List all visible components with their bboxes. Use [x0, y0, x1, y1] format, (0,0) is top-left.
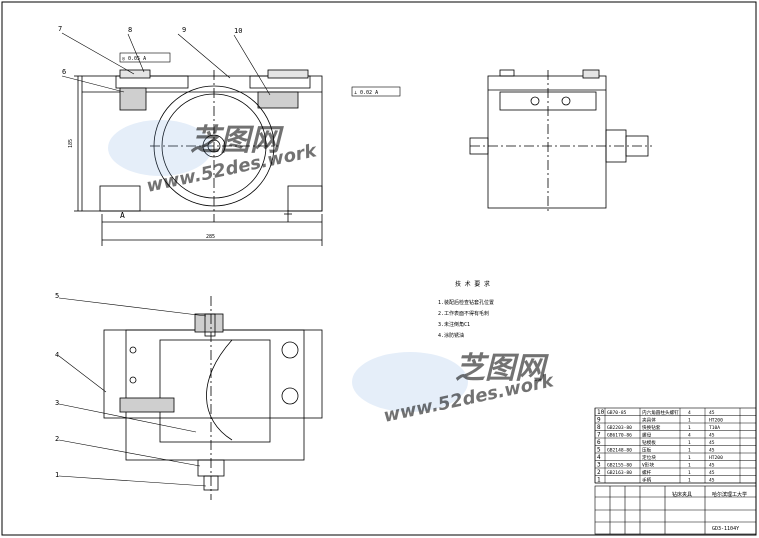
parts-list-cell: 8: [597, 424, 601, 431]
parts-list-cell: 45: [709, 470, 715, 476]
tolerance-frame-1: ◎ 0.05 A: [119, 52, 171, 63]
parts-list-cell: 7: [597, 432, 601, 439]
parts-list-cell: HT200: [709, 455, 723, 461]
dimension-height: 185: [68, 139, 74, 148]
parts-list-cell: 45: [709, 448, 715, 454]
parts-list-cell: 1: [597, 477, 601, 484]
dimension-width: 285: [206, 234, 215, 240]
parts-list-cell: GB6170-86: [607, 433, 632, 439]
parts-list-cell: GB2203-80: [607, 425, 632, 431]
callout-1: 1: [55, 471, 59, 479]
title-block-name: 钻床夹具: [672, 491, 692, 498]
parts-list-cell: 1: [688, 470, 691, 476]
watermark-brand-2: 芝图网: [455, 351, 549, 386]
tech-req-line-3: 3.未注倒角C1: [438, 321, 470, 328]
parts-list-cell: 5: [597, 447, 601, 454]
parts-list-cell: 10: [597, 409, 605, 416]
tech-req-line-4: 4.涂防锈油: [438, 332, 464, 339]
tech-req-heading: 技 术 要 求: [455, 280, 490, 288]
parts-list-cell: 螺母: [642, 432, 652, 439]
parts-list-cell: 快换钻套: [642, 424, 661, 431]
parts-list-cell: GB2148-80: [607, 448, 632, 454]
parts-list-cell: 4: [688, 433, 691, 439]
callout-5: 5: [55, 292, 59, 300]
parts-list-cell: 3: [597, 462, 601, 469]
front-view: [74, 69, 323, 246]
parts-list-cell: 2: [597, 469, 601, 476]
parts-list-cell: 定位块: [642, 454, 656, 461]
parts-list-cell: 4: [597, 454, 601, 461]
parts-list-cell: GB70-85: [607, 410, 627, 416]
parts-list-cell: 钻模板: [642, 439, 656, 446]
parts-list-cell: 压板: [642, 447, 652, 454]
parts-list-cell: 手柄: [642, 477, 652, 484]
watermark-lower: 芝图网 www.52des.work: [352, 351, 556, 427]
parts-list-cell: GB2155-80: [607, 463, 632, 469]
parts-list-cell: 45: [709, 440, 715, 446]
parts-list-cell: 1: [688, 440, 691, 446]
parts-list-cell: 45: [709, 433, 715, 439]
parts-list-cell: HT200: [709, 418, 723, 424]
parts-list-cell: 9: [597, 417, 601, 424]
title-block: [594, 485, 757, 535]
parts-list-cell: GB2163-80: [607, 470, 632, 476]
parts-list-cell: 螺杆: [642, 469, 652, 476]
parts-list-cell: 1: [688, 455, 691, 461]
parts-list-cell: 1: [688, 448, 691, 454]
parts-list-cell: V形块: [642, 462, 654, 469]
parts-list-cell: 1: [688, 463, 691, 469]
parts-list-cell: 1: [688, 425, 691, 431]
callout-6: 6: [62, 68, 66, 76]
parts-list-cell: 4: [688, 410, 691, 416]
callout-3: 3: [55, 399, 59, 407]
parts-list-cell: 内六角圆柱头螺钉: [642, 409, 679, 416]
parts-list-cell: 1: [688, 478, 691, 484]
parts-list-cell: 45: [709, 478, 715, 484]
parts-list-cell: 夹具体: [642, 417, 656, 424]
title-block-company: 哈尔滨理工大学: [712, 491, 747, 498]
plan-view: [103, 296, 323, 500]
datum-label: A: [120, 211, 125, 220]
tech-req-line-2: 2.工作表面不得有毛刺: [438, 310, 489, 317]
watermark-brand: 芝图网: [190, 123, 284, 158]
callout-4: 4: [55, 351, 59, 359]
callout-9: 9: [182, 26, 186, 34]
side-view: [469, 69, 652, 214]
callout-10: 10: [234, 27, 242, 35]
leader-lines: [58, 32, 271, 487]
parts-list-cell: 45: [709, 410, 715, 416]
svg-text:◎ 0.05 A: ◎ 0.05 A: [122, 56, 146, 62]
tolerance-frame-2: ⊥ 0.02 A: [351, 86, 401, 97]
drawing-number: GD3-1104Y: [712, 526, 739, 532]
technical-requirements: 技 术 要 求 1.装配后检查钻套孔位置 2.工作表面不得有毛刺 3.未注倒角C…: [438, 280, 494, 339]
callout-8: 8: [128, 26, 132, 34]
svg-text:⊥ 0.02 A: ⊥ 0.02 A: [354, 90, 378, 96]
callout-7: 7: [58, 25, 62, 33]
tech-req-line-1: 1.装配后检查钻套孔位置: [438, 299, 494, 306]
callout-2: 2: [55, 435, 59, 443]
parts-list-cell: 1: [688, 418, 691, 424]
parts-list-cell: 6: [597, 439, 601, 446]
parts-list-cell: T10A: [709, 425, 720, 431]
parts-list-cell: 45: [709, 463, 715, 469]
